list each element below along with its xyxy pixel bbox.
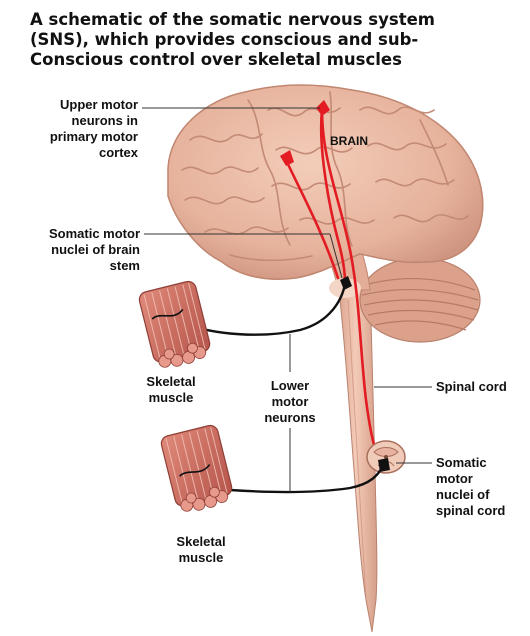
diagram-title: A schematic of the somatic nervous syste…: [30, 10, 510, 70]
label-brain: BRAIN: [330, 133, 368, 149]
label-skeletal-muscle-upper: Skeletal muscle: [136, 374, 206, 406]
label-spinal-cord: Spinal cord: [436, 379, 507, 395]
title-line-2: (SNS), which provides conscious and sub-: [30, 30, 510, 50]
label-lower-motor-neurons: Lower motor neurons: [252, 378, 328, 426]
skeletal-muscle-upper: [138, 280, 214, 372]
label-somatic-motor-nuclei-brain-stem: Somatic motor nuclei of brain stem: [6, 226, 140, 274]
label-skeletal-muscle-lower: Skeletal muscle: [166, 534, 236, 566]
skeletal-muscle-lower: [160, 424, 236, 516]
cerebellum: [360, 258, 480, 342]
title-line-1: A schematic of the somatic nervous syste…: [30, 10, 510, 30]
label-upper-motor-neurons: Upper motor neurons in primary motor cor…: [10, 97, 138, 161]
title-line-3: Conscious control over skeletal muscles: [30, 50, 510, 70]
label-somatic-motor-nuclei-spinal-cord: Somatic motor nuclei of spinal cord: [436, 455, 505, 519]
